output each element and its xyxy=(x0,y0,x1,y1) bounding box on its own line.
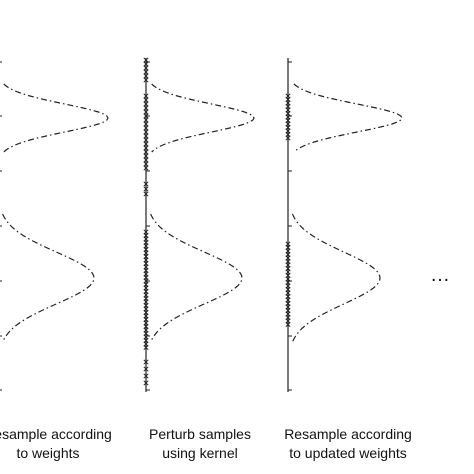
sample-marker xyxy=(143,109,149,115)
caption-perturb-line2: using kernel xyxy=(162,445,238,461)
sample-marker xyxy=(143,93,149,99)
sample-marker xyxy=(143,129,149,135)
caption-resample-line2: to weights xyxy=(16,445,80,461)
sample-marker xyxy=(143,149,149,155)
sample-marker xyxy=(143,57,149,63)
sample-marker xyxy=(143,117,149,123)
sample-marker xyxy=(143,105,149,111)
sample-marker xyxy=(143,157,149,163)
caption-resample-line1: Resample according xyxy=(0,426,112,442)
sample-marker xyxy=(143,65,149,71)
sample-marker xyxy=(143,344,149,351)
sample-marker xyxy=(143,97,149,103)
sample-marker xyxy=(143,133,149,139)
sample-marker xyxy=(143,145,149,151)
sample-marker xyxy=(143,161,149,167)
sample-marker xyxy=(143,181,149,187)
panel-resample-updated xyxy=(285,58,403,392)
sample-marker xyxy=(143,125,149,131)
sample-marker xyxy=(143,137,149,143)
sample-marker xyxy=(143,153,149,159)
sample-marker xyxy=(143,380,149,386)
caption-perturb: Perturb samples using kernel xyxy=(100,425,300,463)
sample-marker xyxy=(285,321,291,328)
caption-resample-updated-line1: Resample according xyxy=(284,426,412,442)
sample-marker xyxy=(143,121,149,127)
distribution-curve-lower xyxy=(291,213,381,343)
continuation-ellipsis: … xyxy=(430,264,452,286)
sample-marker xyxy=(143,165,149,171)
distribution-curve-upper xyxy=(3,83,109,153)
caption-resample-updated: Resample according to updated weights xyxy=(248,425,448,463)
caption-resample: Resample according to weights xyxy=(0,425,148,463)
sample-marker xyxy=(143,113,149,119)
sample-marker xyxy=(143,366,149,372)
caption-resample-updated-line2: to updated weights xyxy=(289,445,407,461)
sample-marker xyxy=(143,69,149,75)
sample-marker xyxy=(143,186,149,192)
distribution-curve-lower xyxy=(150,213,243,343)
sample-marker xyxy=(143,141,149,147)
sample-marker xyxy=(143,373,149,379)
sample-marker xyxy=(143,191,149,197)
panel-resample xyxy=(0,61,109,391)
caption-perturb-line1: Perturb samples xyxy=(149,426,251,442)
sample-marker xyxy=(143,359,149,365)
sample-marker xyxy=(143,73,149,79)
sample-marker xyxy=(143,61,149,67)
sample-marker xyxy=(285,135,291,141)
distribution-curve-upper xyxy=(151,83,255,153)
panel-perturb xyxy=(143,57,255,392)
distribution-curve-upper xyxy=(293,83,403,153)
distribution-curve-lower xyxy=(2,213,95,343)
sample-marker xyxy=(143,101,149,107)
sample-marker xyxy=(143,77,149,83)
